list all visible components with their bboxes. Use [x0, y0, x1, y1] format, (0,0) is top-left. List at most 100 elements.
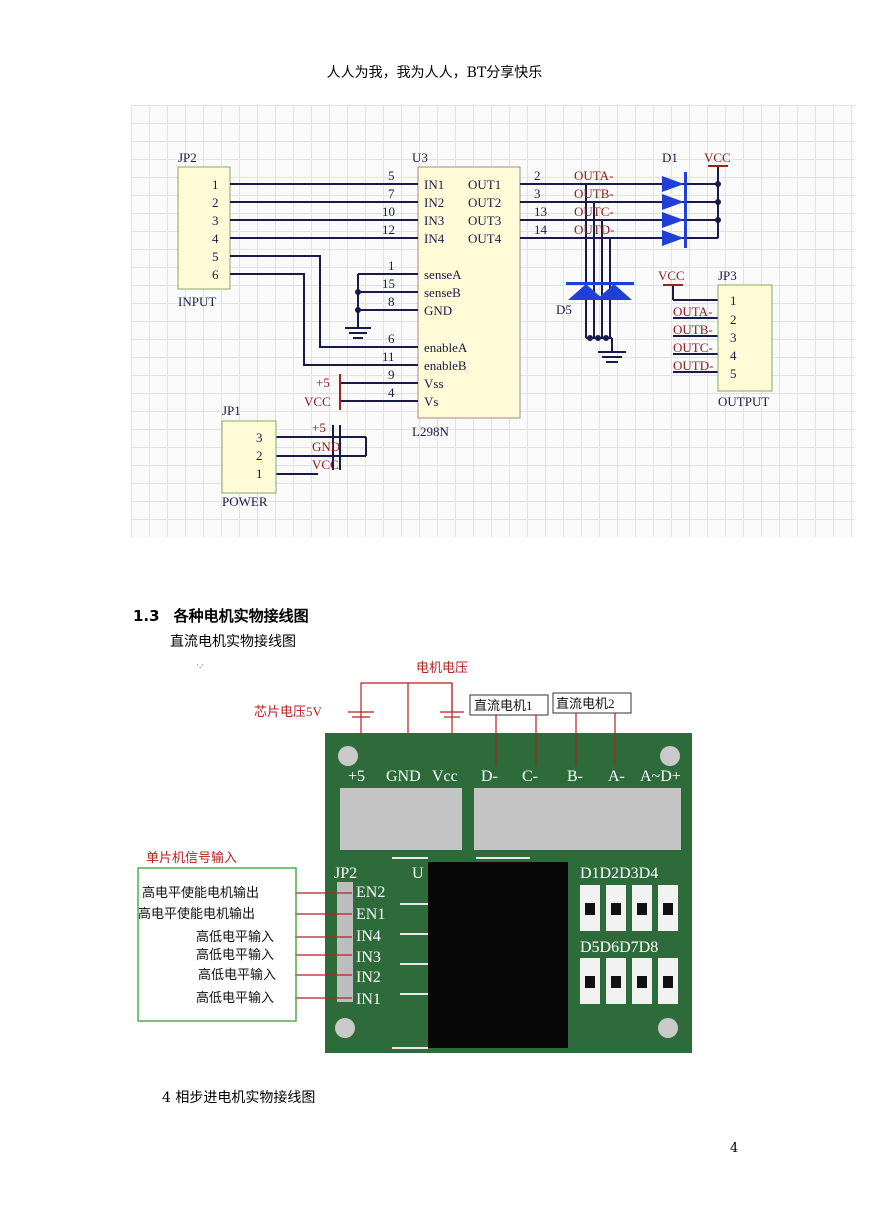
- terminal-label: A~D+: [640, 768, 681, 785]
- jp2-pin: 4: [212, 231, 219, 246]
- jp1-pin: 3: [256, 430, 263, 445]
- motor2-box: [552, 692, 632, 714]
- jp3-pin: 4: [730, 348, 737, 363]
- stray-dots: ·.·: [196, 660, 204, 670]
- terminal-label: Vcc: [432, 768, 458, 785]
- jp1-net: GND: [312, 439, 340, 454]
- u3-out-name: OUT2: [468, 195, 501, 210]
- jp2-label: INPUT: [178, 294, 216, 309]
- motor-voltage-label: 电机电压: [416, 660, 468, 675]
- u3-pin-num: 1: [388, 258, 395, 273]
- terminal-block: [340, 788, 462, 850]
- plus5-label: +5: [316, 375, 330, 390]
- vcc-label: VCC: [704, 150, 731, 165]
- jp3-net: OUTA-: [673, 304, 712, 319]
- jp1-pin: 1: [256, 466, 263, 481]
- input-desc: 高电平使能电机输出: [142, 885, 259, 900]
- terminal-block: [474, 788, 681, 850]
- jp1-net: +5: [312, 420, 326, 435]
- u3-pin-name: senseB: [424, 285, 461, 300]
- vcc-label: VCC: [304, 394, 331, 409]
- u3-pin-num: 9: [388, 367, 395, 382]
- d5-ref: D5: [556, 302, 572, 317]
- jp3-pin: 3: [730, 330, 737, 345]
- section-number: 1.3: [133, 607, 160, 625]
- pin-header: [337, 882, 353, 1002]
- jp3-pin: 1: [730, 293, 737, 308]
- jp1-label: POWER: [222, 494, 268, 509]
- jp1-pin: 2: [256, 448, 263, 463]
- jp2-silk: JP2: [334, 865, 357, 882]
- input-desc: 高低电平输入: [196, 947, 274, 962]
- page-number: 4: [730, 1141, 739, 1156]
- vcc-label: VCC: [658, 268, 685, 283]
- terminal-label: GND: [386, 768, 421, 785]
- motor1-box: [469, 694, 549, 716]
- mount-hole: [338, 746, 358, 766]
- jp2-pin: 1: [212, 177, 219, 192]
- u3-part: L298N: [412, 424, 449, 439]
- motor1-label: 直流电机1: [474, 698, 533, 713]
- jp3-net: OUTC-: [673, 340, 713, 355]
- jp1-net: VCC: [312, 457, 339, 472]
- mount-hole: [658, 1018, 678, 1038]
- jp3-ref: JP3: [718, 268, 737, 283]
- u3-pin-name: enableB: [424, 358, 467, 373]
- u3-pin-name: GND: [424, 303, 452, 318]
- u3-pin-num: 6: [388, 331, 395, 346]
- mcu-input-box: [137, 867, 297, 1022]
- u3-pin-name: Vs: [424, 394, 438, 409]
- jp3-net: OUTB-: [673, 322, 713, 337]
- diode-label: D1D2D3D4: [580, 865, 658, 882]
- input-desc: 高低电平输入: [196, 990, 274, 1005]
- u3-pin-num: 7: [388, 186, 395, 201]
- board-pin-label: EN2: [356, 884, 385, 901]
- u3-ref: U3: [412, 150, 428, 165]
- u3-pin-name: Vss: [424, 376, 444, 391]
- u3-pin-num: 5: [388, 168, 395, 183]
- u3-pin-num: 15: [382, 276, 395, 291]
- u3-out-num: 14: [534, 222, 548, 237]
- jp3-net: OUTD-: [673, 358, 713, 373]
- terminal-label: A-: [608, 768, 625, 785]
- jp1-ref: JP1: [222, 403, 241, 418]
- mcu-input-title: 单片机信号输入: [146, 850, 237, 865]
- jp3-label: OUTPUT: [718, 394, 769, 409]
- u3-pin-num: 8: [388, 294, 395, 309]
- input-desc: 高电平使能电机输出: [138, 906, 255, 921]
- mount-hole: [660, 746, 680, 766]
- motor2-label: 直流电机2: [556, 696, 615, 711]
- jp3-pin: 2: [730, 312, 737, 327]
- u3-out-num: 3: [534, 186, 541, 201]
- subtitle-dc-motor: 直流电机实物接线图: [170, 634, 296, 650]
- l298n-chip: [428, 862, 568, 1048]
- u3-pin-name: IN4: [424, 231, 445, 246]
- net-label: OUTB-: [574, 186, 614, 201]
- chip-voltage-label: 芯片电压5V: [254, 704, 323, 719]
- terminal-label: B-: [567, 768, 583, 785]
- terminal-label: C-: [522, 768, 538, 785]
- u3-out-num: 2: [534, 168, 541, 183]
- mount-hole: [335, 1018, 355, 1038]
- jp2-pin: 5: [212, 249, 219, 264]
- page-header: 人人为我，我为人人，BT分享快乐: [326, 65, 543, 81]
- net-label: OUTA-: [574, 168, 613, 183]
- u3-out-name: OUT3: [468, 213, 501, 228]
- u3-pin-num: 4: [388, 385, 395, 400]
- u3-pin-name: IN3: [424, 213, 444, 228]
- u3-pin-name: IN2: [424, 195, 444, 210]
- u3-pin-name: senseA: [424, 267, 462, 282]
- jp2-pin: 3: [212, 213, 219, 228]
- input-desc: 高低电平输入: [198, 967, 276, 982]
- u3-pin-name: enableA: [424, 340, 468, 355]
- u3-out-num: 13: [534, 204, 547, 219]
- input-desc: 高低电平输入: [196, 929, 274, 944]
- board-pin-label: IN1: [356, 991, 381, 1008]
- u3-pin-num: 11: [382, 349, 395, 364]
- u3-pin-num: 10: [382, 204, 395, 219]
- board-pin-label: IN2: [356, 969, 381, 986]
- u3-out-name: OUT1: [468, 177, 501, 192]
- board-pin-label: IN3: [356, 949, 381, 966]
- net-label: OUTC-: [574, 204, 614, 219]
